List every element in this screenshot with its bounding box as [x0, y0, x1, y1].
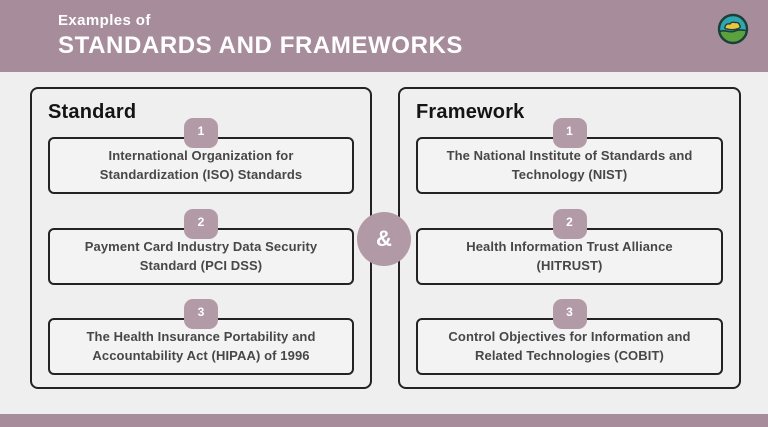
standard-item-2-number-badge: 2 — [184, 209, 218, 239]
panel-standard: Standard 1 International Organization fo… — [30, 87, 372, 389]
framework-item-2: 2 Health Information Trust Alliance (HIT… — [416, 209, 723, 285]
standard-item-3-text-line1: The Health Insurance Portability and — [86, 329, 316, 345]
framework-item-3-number-badge: 3 — [552, 299, 587, 329]
panel-framework: Framework 1 The National Institute of St… — [398, 87, 741, 389]
standard-item-1-text-line2: Standardization (ISO) Standards — [99, 166, 303, 182]
framework-item-2-text-line2: (HITRUST) — [536, 257, 603, 273]
header-kicker: Examples of — [58, 12, 151, 29]
landscape-logo-icon — [717, 13, 749, 45]
framework-item-3-text-line2: Related Technologies (COBIT) — [475, 347, 664, 363]
header-band: Examples of STANDARDS AND FRAMEWORKS — [0, 0, 768, 72]
framework-item-2-text-line1: Health Information Trust Alliance — [466, 239, 673, 255]
framework-item-1-text-line2: Technology (NIST) — [511, 166, 628, 182]
framework-item-3: 3 Control Objectives for Information and… — [416, 299, 723, 375]
standard-item-1: 1 International Organization for Standar… — [48, 118, 354, 194]
framework-item-1-text-line1: The National Institute of Standards and — [446, 148, 693, 164]
panel-framework-title: Framework — [416, 101, 525, 123]
framework-item-1-number-badge: 1 — [552, 118, 587, 148]
page-title: STANDARDS AND FRAMEWORKS — [58, 32, 464, 59]
standard-item-3: 3 The Health Insurance Portability and A… — [48, 299, 354, 375]
ampersand-connector: & — [357, 212, 411, 266]
standard-item-3-number-badge: 3 — [184, 299, 218, 329]
framework-item-2-number-badge: 2 — [552, 209, 587, 239]
bottom-accent-bar — [0, 414, 768, 427]
standard-item-2: 2 Payment Card Industry Data Security St… — [48, 209, 354, 285]
framework-item-1: 1 The National Institute of Standards an… — [416, 118, 723, 194]
standard-item-2-text-line2: Standard (PCI DSS) — [139, 257, 263, 273]
standard-item-1-number-badge: 1 — [184, 118, 218, 148]
standard-item-1-text-line1: International Organization for — [108, 148, 294, 164]
framework-item-3-text-line1: Control Objectives for Information and — [448, 329, 691, 345]
standard-item-3-text-line2: Accountability Act (HIPAA) of 1996 — [92, 347, 310, 363]
standard-item-2-text-line1: Payment Card Industry Data Security — [84, 239, 318, 255]
panel-standard-title: Standard — [48, 101, 137, 123]
